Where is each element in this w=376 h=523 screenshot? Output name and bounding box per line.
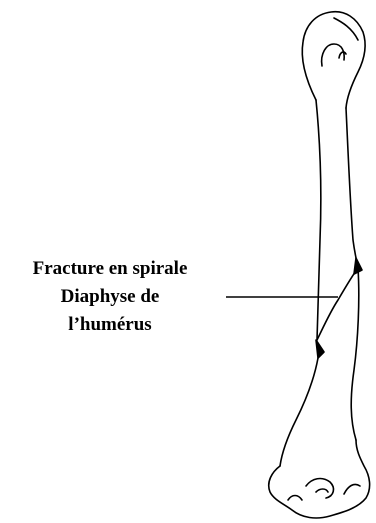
humerus-head-outline [302,12,365,108]
annotation-label-line-2: Diaphyse de [0,283,220,311]
shaft-right-edge-upper [346,108,358,268]
humerus-head-detail [322,44,345,66]
annotation-label-line-1: Fracture en spirale [0,255,220,283]
annotation-label-line-3: l’humérus [0,311,220,339]
spiral-fracture-line [317,268,358,340]
distal-detail-2 [316,489,328,492]
shaft-left-edge-lower [280,358,318,466]
shaft-right-edge-lower [351,268,359,440]
distal-detail-1 [306,479,333,498]
distal-detail-4 [288,496,302,501]
shaft-left-edge-upper [316,100,321,340]
fracture-wedge-lower [316,340,324,358]
humerus-head-detail-3 [334,18,358,40]
distal-detail-3 [344,484,360,494]
